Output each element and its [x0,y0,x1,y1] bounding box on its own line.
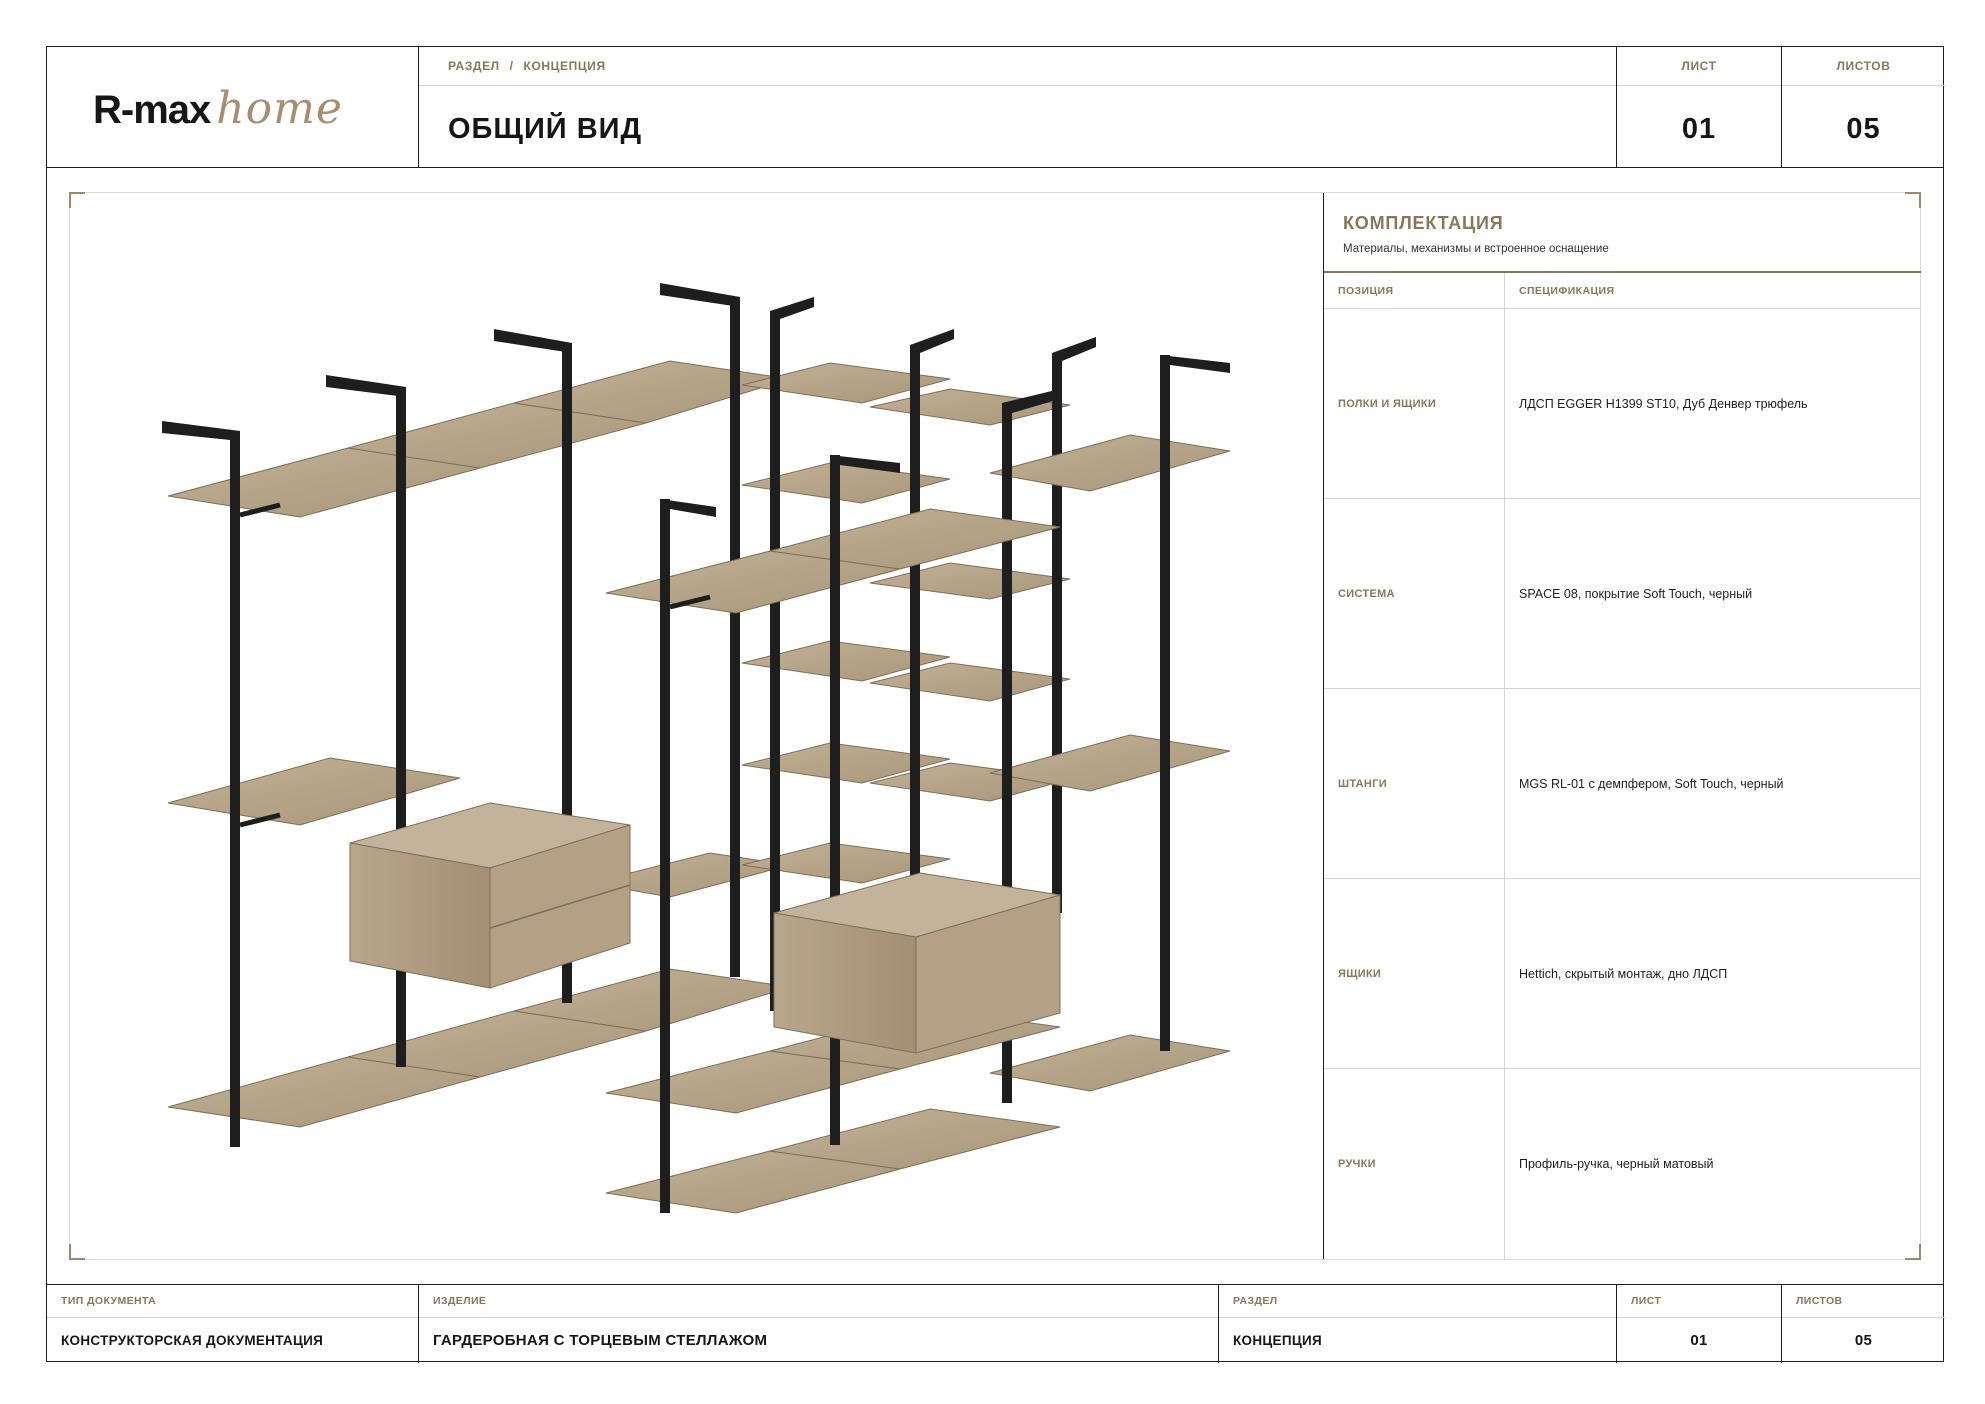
row-specification: ЛДСП EGGER H1399 ST10, Дуб Денвер трюфел… [1519,396,1808,411]
row-position: СИСТЕМА [1338,587,1395,600]
product-value: ГАРДЕРОБНАЯ С ТОРЦЕВЫМ СТЕЛЛАЖОМ [433,1332,768,1349]
footer-doc-type: ТИП ДОКУМЕНТА КОНСТРУКТОРСКАЯ ДОКУМЕНТАЦ… [47,1285,418,1363]
footer-sheet-value: 01 [1690,1332,1708,1349]
row-position: ШТАНГИ [1338,777,1387,790]
section-label: РАЗДЕЛ [1219,1285,1616,1318]
corner-mark [69,192,85,208]
section-caption-right: КОНЦЕПЦИЯ [523,59,606,73]
spec-subtitle: Материалы, механизмы и встроенное оснаще… [1343,243,1609,255]
specification-panel: КОМПЛЕКТАЦИЯ Материалы, механизмы и встр… [1323,193,1921,1259]
corner-mark [69,1244,85,1260]
sheet-label: ЛИСТ [1617,47,1781,86]
right-drawer-unit [773,872,1061,1054]
footer-sheets: ЛИСТОВ 05 [1781,1285,1945,1363]
footer-section: РАЗДЕЛ КОНЦЕПЦИЯ [1218,1285,1616,1363]
header-sheets-cell: ЛИСТОВ 05 [1781,47,1945,167]
center-shelf-run [741,297,1096,1011]
drawing-sheet: R-max home РАЗДЕЛ / КОНЦЕПЦИЯ ОБЩИЙ ВИД … [46,46,1945,1363]
logo-cell: R-max home [47,47,418,167]
footer-sheets-value: 05 [1854,1332,1873,1349]
spec-header: КОМПЛЕКТАЦИЯ Материалы, механизмы и встр… [1324,193,1921,273]
section-caption: РАЗДЕЛ / КОНЦЕПЦИЯ [419,47,1616,86]
logo-wordmark: R-max [93,88,211,132]
sheets-label: ЛИСТОВ [1782,47,1945,86]
content-frame: КОМПЛЕКТАЦИЯ Материалы, механизмы и встр… [69,192,1921,1260]
corner-mark [1905,1244,1921,1260]
corner-mark [1905,192,1921,208]
spec-column-headers: ПОЗИЦИЯ СПЕЦИФИКАЦИЯ [1324,273,1921,309]
wardrobe-isometric-render [162,283,1231,1214]
col-specification-header: СПЕЦИФИКАЦИЯ [1519,285,1615,297]
logo-script: home [216,83,343,134]
page-title: ОБЩИЙ ВИД [448,113,643,145]
title-block-footer: ТИП ДОКУМЕНТА КОНСТРУКТОРСКАЯ ДОКУМЕНТАЦ… [47,1284,1945,1363]
table-row: ШТАНГИ MGS RL-01 с демпфером, Soft Touch… [1324,689,1921,879]
table-row: ЯЩИКИ Hettich, скрытый монтаж, дно ЛДСП [1324,879,1921,1069]
row-position: ЯЩИКИ [1338,967,1382,980]
sheets-total: 05 [1846,113,1881,145]
product-label: ИЗДЕЛИЕ [419,1285,1218,1318]
doc-type-label: ТИП ДОКУМЕНТА [47,1285,418,1318]
header-sheet-cell: ЛИСТ 01 [1616,47,1781,167]
footer-sheets-label: ЛИСТОВ [1782,1285,1945,1318]
row-specification: MGS RL-01 с демпфером, Soft Touch, черны… [1519,776,1784,791]
col-position-header: ПОЗИЦИЯ [1338,285,1394,297]
footer-product: ИЗДЕЛИЕ ГАРДЕРОБНАЯ С ТОРЦЕВЫМ СТЕЛЛАЖОМ [418,1285,1218,1363]
wardrobe-illustration [70,193,1323,1259]
brand-logo: R-max home [93,83,343,134]
table-row: СИСТЕМА SPACE 08, покрытие Soft Touch, ч… [1324,499,1921,689]
spec-title: КОМПЛЕКТАЦИЯ [1343,213,1504,233]
section-value: КОНЦЕПЦИЯ [1233,1333,1323,1348]
title-block-header: R-max home РАЗДЕЛ / КОНЦЕПЦИЯ ОБЩИЙ ВИД … [47,47,1945,168]
row-specification: SPACE 08, покрытие Soft Touch, черный [1519,586,1753,601]
row-position: РУЧКИ [1338,1158,1376,1170]
section-caption-left: РАЗДЕЛ [448,59,500,73]
row-specification: Профиль-ручка, черный матовый [1519,1157,1714,1171]
sheet-number: 01 [1681,113,1717,145]
header-title-cell: РАЗДЕЛ / КОНЦЕПЦИЯ ОБЩИЙ ВИД [418,47,1616,167]
footer-sheet: ЛИСТ 01 [1616,1285,1781,1363]
right-end-shelf-run [989,355,1231,1103]
doc-type-value: КОНСТРУКТОРСКАЯ ДОКУМЕНТАЦИЯ [61,1333,324,1348]
left-shelf-run [162,283,791,1147]
table-row: ПОЛКИ И ЯЩИКИ ЛДСП EGGER H1399 ST10, Дуб… [1324,309,1921,499]
table-row: РУЧКИ Профиль-ручка, черный матовый [1324,1069,1921,1259]
spec-column-divider [1504,273,1505,1259]
row-specification: Hettich, скрытый монтаж, дно ЛДСП [1519,966,1728,981]
row-position: ПОЛКИ И ЯЩИКИ [1338,397,1437,410]
footer-sheet-label: ЛИСТ [1617,1285,1781,1318]
left-drawer-unit [349,802,631,989]
section-separator: / [509,59,514,73]
